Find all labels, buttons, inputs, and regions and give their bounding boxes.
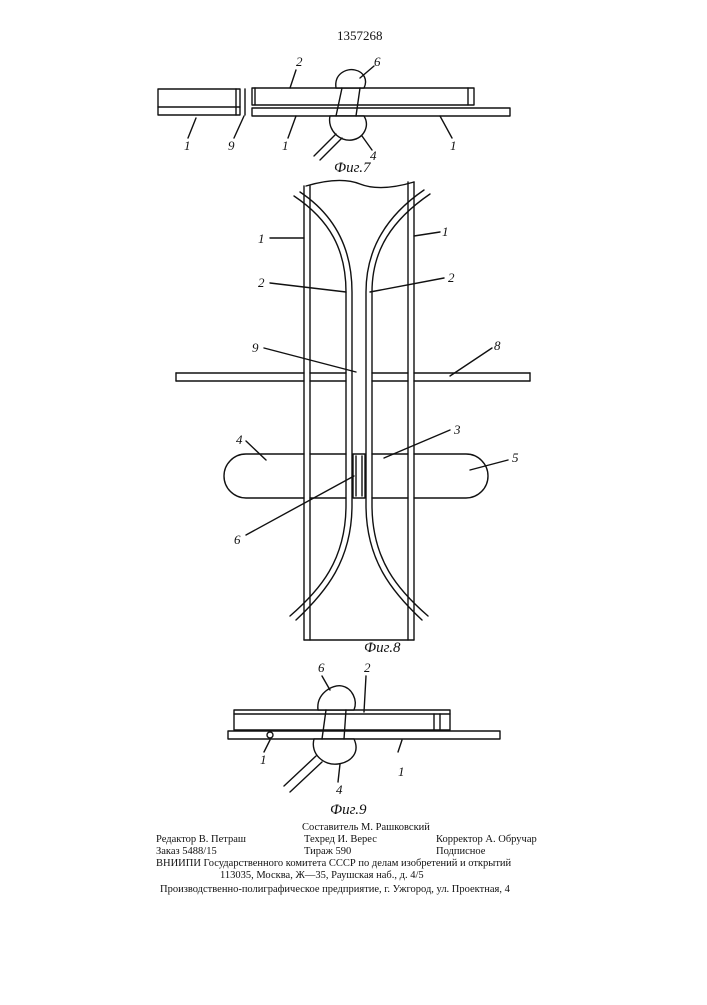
- fig8-label-8: 8: [494, 338, 501, 353]
- imprint-editor: Редактор В. Петраш: [156, 834, 246, 846]
- fig8-caption: Фиг.8: [364, 640, 401, 656]
- fig7-label-1a: 1: [184, 138, 191, 153]
- patent-number: 1357268: [337, 28, 383, 43]
- fig8-label-1-right: 1: [442, 224, 449, 239]
- fig9-label-4: 4: [336, 782, 343, 797]
- fig8-label-2-left: 2: [258, 275, 265, 290]
- fig9-label-1b: 1: [398, 764, 405, 779]
- fig8-label-1-left: 1: [258, 231, 265, 246]
- fig8-label-9: 9: [252, 340, 259, 355]
- fig7-label-6: 6: [374, 54, 381, 69]
- imprint-printer: Производственно-полиграфическое предприя…: [160, 884, 510, 896]
- imprint-corrector: Корректор А. Обручар: [436, 834, 537, 846]
- fig9-label-2: 2: [364, 660, 371, 675]
- fig7-caption: Фиг.7: [334, 160, 372, 176]
- fig8-label-2-right: 2: [448, 270, 455, 285]
- imprint-address: 113035, Москва, Ж—35, Раушская наб., д. …: [220, 870, 424, 882]
- imprint-subscription: Подписное: [436, 846, 485, 858]
- imprint-circulation: Тираж 590: [304, 846, 351, 858]
- fig8-label-5: 5: [512, 450, 519, 465]
- fig9-caption: Фиг.9: [330, 802, 367, 818]
- imprint-institute: ВНИИПИ Государственного комитета СССР по…: [156, 858, 511, 870]
- imprint-techred: Техред И. Верес: [304, 834, 377, 846]
- figure-7: [158, 66, 510, 160]
- fig8-label-3: 3: [453, 422, 461, 437]
- fig9-label-1a: 1: [260, 752, 267, 767]
- imprint-compiler: Составитель М. Рашковский: [302, 822, 430, 834]
- fig8-label-4: 4: [236, 432, 243, 447]
- imprint-order: Заказ 5488/15: [156, 846, 217, 858]
- fig9-label-6: 6: [318, 660, 325, 675]
- fig7-label-1c: 1: [450, 138, 457, 153]
- fig7-label-9: 9: [228, 138, 235, 153]
- fig8-label-6: 6: [234, 532, 241, 547]
- figure-9: [228, 676, 500, 792]
- fig7-label-4: 4: [370, 148, 377, 163]
- fig7-label-2: 2: [296, 54, 303, 69]
- figure-8: [176, 180, 530, 640]
- fig7-label-1b: 1: [282, 138, 289, 153]
